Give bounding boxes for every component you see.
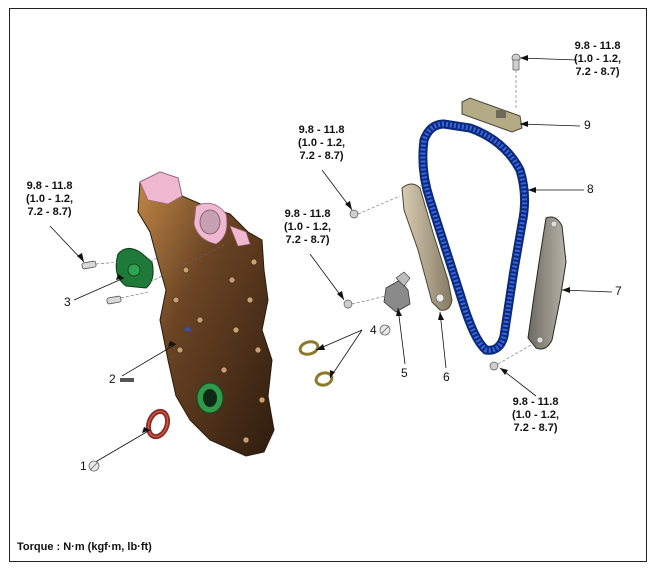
cover-bolts [81,260,122,305]
upper-chain-guide [461,97,523,133]
tensioner-arm [401,183,453,311]
chain-tensioner [383,271,411,313]
torque-label-cover: 9.8 - 11.8 (1.0 - 1.2, 7.2 - 8.7) [26,180,74,218]
callout-3: 3 [64,295,71,309]
gasket-symbol-icon [120,378,134,382]
callout-2: 2 [109,372,116,386]
timing-chain [418,119,530,355]
torque-unit-footer: Torque : N·m (kgf·m, lb·ft) [17,541,152,553]
callout-7: 7 [615,284,622,298]
non-reusable-icon [379,324,391,336]
torque-label-upper-guide: 9.8 - 11.8 (1.0 - 1.2, 7.2 - 8.7) [574,40,622,78]
callout-1: 1 [80,459,87,473]
torque-label-tensioner-arm: 9.8 - 11.8 (1.0 - 1.2, 7.2 - 8.7) [298,124,346,162]
torque-label-chain-guide: 9.8 - 11.8 (1.0 - 1.2, 7.2 - 8.7) [512,396,560,434]
timing-chain-cover [137,171,275,457]
callout-6: 6 [443,370,450,384]
chain-guide [527,216,567,350]
o-rings [298,340,334,387]
callout-5: 5 [401,366,408,380]
front-oil-seal [145,408,171,440]
torque-label-tensioner: 9.8 - 11.8 (1.0 - 1.2, 7.2 - 8.7) [284,208,332,246]
callout-4: 4 [370,323,377,337]
non-reusable-icon [88,460,100,472]
cam-position-sensor [115,248,154,289]
callout-8: 8 [587,182,594,196]
leader-arrowheads [77,55,570,433]
callout-9: 9 [584,118,591,132]
